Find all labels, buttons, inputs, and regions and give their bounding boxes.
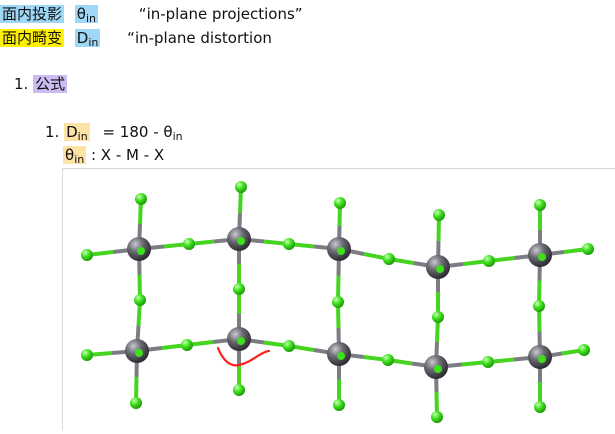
crystal-structure-figure: [62, 168, 615, 430]
section-heading: 1. 公式: [14, 73, 68, 94]
ligand-atom: [482, 356, 494, 368]
metal-atom-center: [538, 253, 546, 261]
equation-subscript: in: [172, 130, 183, 143]
ligand-atom: [383, 253, 395, 265]
symbol-subscript: in: [85, 12, 97, 25]
section-number: 1.: [14, 75, 29, 93]
theta-subscript: in: [74, 153, 85, 166]
ligand-atom: [81, 349, 93, 361]
metal-atom-center: [237, 337, 245, 345]
ligand-atom: [283, 238, 295, 250]
metal-atom-center: [237, 237, 245, 245]
metal-atom-center: [135, 349, 143, 357]
ligand-atom: [382, 354, 394, 366]
formula-number: 1.: [45, 123, 60, 141]
definition-row-1: 面内投影 θin “in-plane projections”: [0, 3, 303, 25]
term-in-plane-distortion: 面内畸变: [0, 29, 65, 47]
ligand-atom: [183, 238, 195, 250]
metal-atom-center: [337, 352, 345, 360]
ligand-atom: [130, 397, 142, 409]
ligand-atom: [578, 344, 590, 356]
ligand-atom: [283, 340, 295, 352]
ligand-atom: [333, 399, 345, 411]
ligand-atom: [534, 199, 546, 211]
ligand-atom: [181, 339, 193, 351]
ligand-atom: [431, 411, 443, 423]
symbol-subscript: in: [88, 36, 99, 49]
formula-equation: = 180 - θin: [102, 123, 183, 143]
ligand-atom: [235, 181, 247, 193]
ligand-atom: [233, 283, 245, 295]
ligand-atom: [433, 209, 445, 221]
equation-text: = 180 - θ: [102, 123, 173, 141]
definition-row-2: 面内畸变 Din “in-plane distortion: [0, 27, 272, 49]
quote-in-plane-distortion: “in-plane distortion: [127, 29, 272, 47]
ligand-atom: [534, 401, 546, 413]
section-title: 公式: [33, 75, 68, 93]
symbol-d-in: Din: [74, 29, 101, 49]
theta-symbol: θin: [63, 146, 87, 166]
formula-lhs: Din: [64, 123, 90, 143]
metal-atom-center: [137, 247, 145, 255]
ligand-atom: [432, 311, 444, 323]
ligand-atom: [81, 249, 93, 261]
ligand-atom: [134, 294, 146, 306]
metal-atom-center: [337, 247, 345, 255]
ligand-atom: [334, 197, 346, 209]
quote-in-plane-projections: “in-plane projections”: [138, 5, 303, 23]
lhs-subscript: in: [77, 130, 88, 143]
ligand-atom: [483, 255, 495, 267]
metal-atom-center: [434, 365, 442, 373]
ligand-atom: [233, 384, 245, 396]
metal-atom-center: [436, 265, 444, 273]
ligand-atom: [332, 296, 344, 308]
formula-line: 1. Din = 180 - θin: [45, 123, 183, 143]
symbol-theta-in: θin: [74, 5, 99, 25]
symbol-text: θ: [76, 5, 86, 23]
metal-atom-center: [538, 355, 546, 363]
theta-definition-text: : X - M - X: [86, 146, 165, 164]
atom-layer: [81, 181, 594, 423]
symbol-text: D: [76, 29, 89, 47]
ligand-atom: [533, 300, 545, 312]
lhs-symbol: D: [66, 123, 78, 141]
theta-definition-line: θin : X - M - X: [63, 146, 164, 166]
angle-annotation-arc: [216, 346, 271, 367]
crystal-structure-drawing: [81, 181, 594, 423]
ligand-atom: [135, 193, 147, 205]
ligand-atom: [582, 243, 594, 255]
term-in-plane-projection: 面内投影: [0, 5, 65, 23]
theta-text: θ: [65, 146, 75, 164]
